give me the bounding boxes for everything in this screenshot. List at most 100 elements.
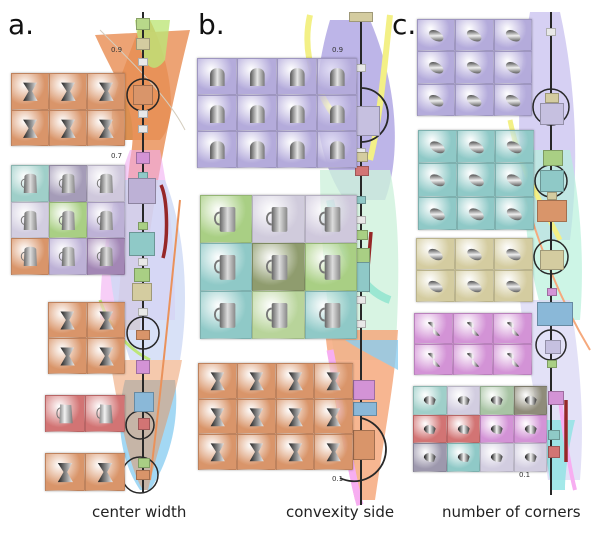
shape-thumbnail	[277, 58, 317, 95]
mug-shape-icon	[213, 207, 236, 232]
axis-node	[138, 58, 148, 66]
shape-thumbnail	[49, 109, 87, 146]
shape-thumbnail	[49, 73, 87, 110]
shape-thumbnail	[277, 94, 317, 132]
shape-thumbnail	[48, 338, 87, 374]
shape-thumbnail	[480, 414, 514, 444]
hourglass-shape-icon	[249, 408, 264, 426]
shape-thumbnail	[86, 302, 125, 338]
shape-thumbnail	[418, 196, 457, 230]
shape-thumbnail	[198, 398, 237, 435]
shape-thumbnail	[236, 434, 276, 470]
shape-thumbnail	[495, 130, 534, 164]
panel-a-cluster-3-grid	[48, 302, 125, 374]
shape-thumbnail	[48, 302, 87, 338]
shape-thumbnail	[513, 443, 547, 472]
shape-thumbnail	[11, 201, 49, 239]
shape-thumbnail	[197, 58, 237, 95]
blob-shape-icon	[505, 62, 521, 74]
shape-thumbnail	[317, 58, 357, 95]
axis-node	[547, 360, 557, 368]
mixed-mug-shape-icon	[96, 247, 113, 267]
mixed-blob-shape-icon	[490, 424, 503, 434]
mixed-blob-shape-icon	[524, 396, 537, 405]
shape-thumbnail	[418, 163, 457, 197]
blob-shape-icon	[428, 248, 443, 261]
axis-node	[548, 391, 564, 405]
mixed-mug-shape-icon	[20, 173, 37, 194]
shape-thumbnail	[453, 344, 493, 375]
shape-thumbnail	[414, 313, 454, 344]
shape-thumbnail	[49, 201, 87, 239]
shape-thumbnail	[480, 386, 514, 415]
shape-thumbnail	[317, 131, 357, 168]
dome-shape-icon	[210, 141, 225, 160]
shape-thumbnail	[495, 196, 534, 230]
axis-node	[129, 232, 155, 256]
shape-thumbnail	[446, 414, 480, 444]
axis-node	[356, 196, 366, 204]
dome-shape-icon	[290, 104, 305, 123]
shape-thumbnail	[87, 73, 125, 110]
shape-thumbnail	[49, 165, 87, 202]
dome-shape-icon	[250, 141, 265, 160]
shape-thumbnail	[237, 58, 277, 95]
axis-node	[355, 166, 369, 176]
shape-thumbnail	[513, 414, 547, 444]
axis-node	[353, 402, 377, 416]
hourglass-shape-icon	[326, 443, 342, 462]
dome-shape-icon	[250, 104, 265, 123]
shape-thumbnail	[45, 395, 85, 432]
panel-a-cluster-1-grid	[11, 73, 125, 146]
flow-line	[367, 14, 393, 161]
shape-thumbnail	[456, 163, 496, 197]
hourglass-shape-icon	[288, 372, 303, 391]
shape-thumbnail	[198, 434, 237, 470]
shape-thumbnail	[11, 165, 49, 202]
twist-shape-icon	[467, 352, 480, 367]
mixed-blob-shape-icon	[524, 424, 537, 434]
axis-node	[356, 152, 368, 162]
blob-shape-icon	[505, 94, 521, 107]
shape-thumbnail	[494, 238, 533, 270]
jug-shape-icon	[96, 404, 113, 424]
cluster-ring	[126, 316, 160, 350]
mixed-blob-shape-icon	[423, 396, 436, 405]
axis-node	[136, 470, 150, 480]
blob-shape-icon	[468, 174, 484, 187]
dome-shape-icon	[290, 141, 305, 160]
mixed-blob-shape-icon	[524, 453, 537, 463]
panel-c-cluster-1-grid	[417, 19, 532, 116]
blob-shape-icon	[468, 207, 484, 220]
mixed-blob-shape-icon	[490, 453, 503, 463]
flow-line	[149, 199, 181, 481]
blob-shape-icon	[429, 207, 445, 220]
twist-shape-icon	[506, 321, 519, 336]
panel-b-letter: b.	[198, 8, 225, 41]
shape-thumbnail	[275, 363, 315, 399]
mixed-mug-shape-icon	[20, 247, 37, 267]
shape-thumbnail	[493, 83, 532, 116]
hourglass-shape-icon	[57, 463, 73, 483]
shape-thumbnail	[416, 270, 455, 302]
shape-thumbnail	[237, 94, 277, 132]
blob-shape-icon	[429, 141, 445, 154]
shape-thumbnail	[413, 414, 447, 444]
axis-node	[138, 258, 148, 266]
axis-node	[356, 230, 368, 240]
shape-thumbnail	[11, 73, 49, 110]
mixed-blob-shape-icon	[423, 453, 436, 463]
mixed-blob-shape-icon	[457, 396, 470, 405]
shape-thumbnail	[236, 363, 276, 399]
axis-node	[138, 308, 148, 316]
blob-shape-icon	[467, 30, 482, 42]
shape-thumbnail	[252, 195, 305, 243]
mug-shape-icon	[213, 303, 236, 328]
axis-node	[136, 330, 150, 340]
jug-shape-icon	[56, 404, 73, 424]
blob-shape-icon	[507, 141, 523, 154]
flow-band	[345, 340, 398, 370]
twist-shape-icon	[506, 352, 519, 367]
panel-c-cluster-3-grid	[416, 238, 533, 302]
axis-node	[548, 446, 560, 458]
